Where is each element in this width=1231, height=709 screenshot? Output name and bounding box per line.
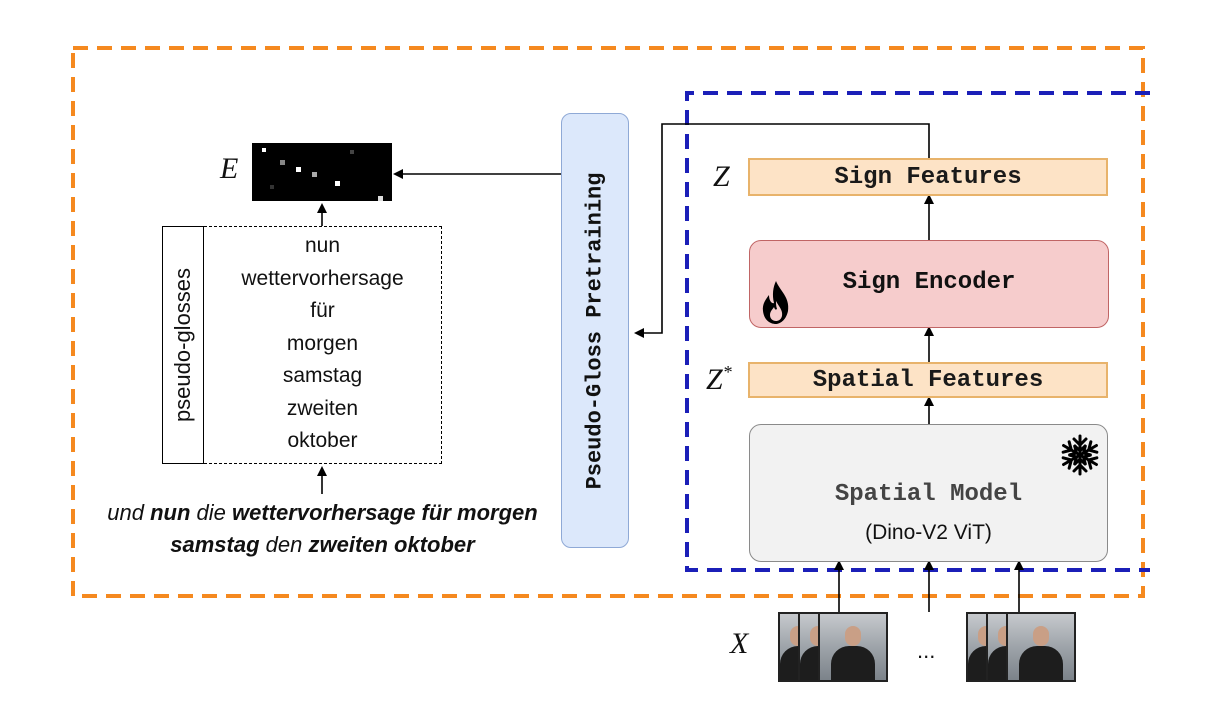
sentence-word: die [190,500,233,525]
pseudo-gloss-item: samstag [282,364,363,387]
frame-stack-2 [966,612,1076,682]
pseudo-gloss-item: oktober [287,429,358,452]
spatial-features-box: Spatial Features [748,362,1108,398]
pseudo-gloss-pretraining-box: Pseudo-Gloss Pretraining [561,113,629,548]
sign-encoder-box: Sign Encoder [749,240,1109,328]
frame-stack-1 [778,612,888,682]
sign-encoder-label: Sign Encoder [842,269,1016,296]
x-symbol: X [730,627,749,660]
sentence-gloss-word: wettervorhersage für [232,500,451,525]
sentence-gloss-word: zweiten oktober [308,532,475,557]
spatial-model-box: Spatial Model (Dino-V2 ViT) [749,424,1108,562]
sentence-gloss-word: morgen samstag [170,500,538,557]
e-symbol: E [220,152,239,185]
pseudo-gloss-item: morgen [286,331,359,355]
pseudo-gloss-item: für [310,299,335,322]
snowflake-icon [1059,434,1101,476]
pseudo-glosses-list-box: nun wettervorhersage für morgen samstag zweit… [204,226,442,464]
sentence-word: und [107,500,151,525]
spatial-model-title: Spatial Model [834,481,1023,508]
pseudo-glosses-label-box: pseudo-glosses [162,226,204,464]
pseudo-glosses-list: nun wettervorhersage für morgen samstag zweit… [204,230,441,458]
ellipsis: ... [917,638,936,663]
spatial-model-subtitle: (Dino-V2 ViT) [865,521,992,544]
input-sentence: und nun die wettervorhersage für morgen … [100,497,545,561]
embedding-matrix-e [252,143,392,201]
feature-to-pretraining-line [634,123,930,338]
z-star-symbol: Z* [706,362,732,396]
sentence-word: den [259,532,309,557]
pseudo-gloss-item: nun [304,234,341,257]
sign-features-box: Sign Features [748,158,1108,196]
pseudo-glosses-label: pseudo-glosses [170,267,195,423]
outer-dashed-frame [71,46,1145,598]
pseudo-gloss-item: wettervorhersage [241,266,404,290]
video-frame [1006,612,1076,682]
fire-icon [762,281,789,324]
pseudo-gloss-pretraining-label: Pseudo-Gloss Pretraining [582,172,608,489]
video-frame [818,612,888,682]
z-symbol: Z [713,160,730,193]
sentence-gloss-word: nun [150,500,191,525]
inner-dashed-frame [685,91,1150,572]
pseudo-gloss-item: zweiten [286,396,359,420]
